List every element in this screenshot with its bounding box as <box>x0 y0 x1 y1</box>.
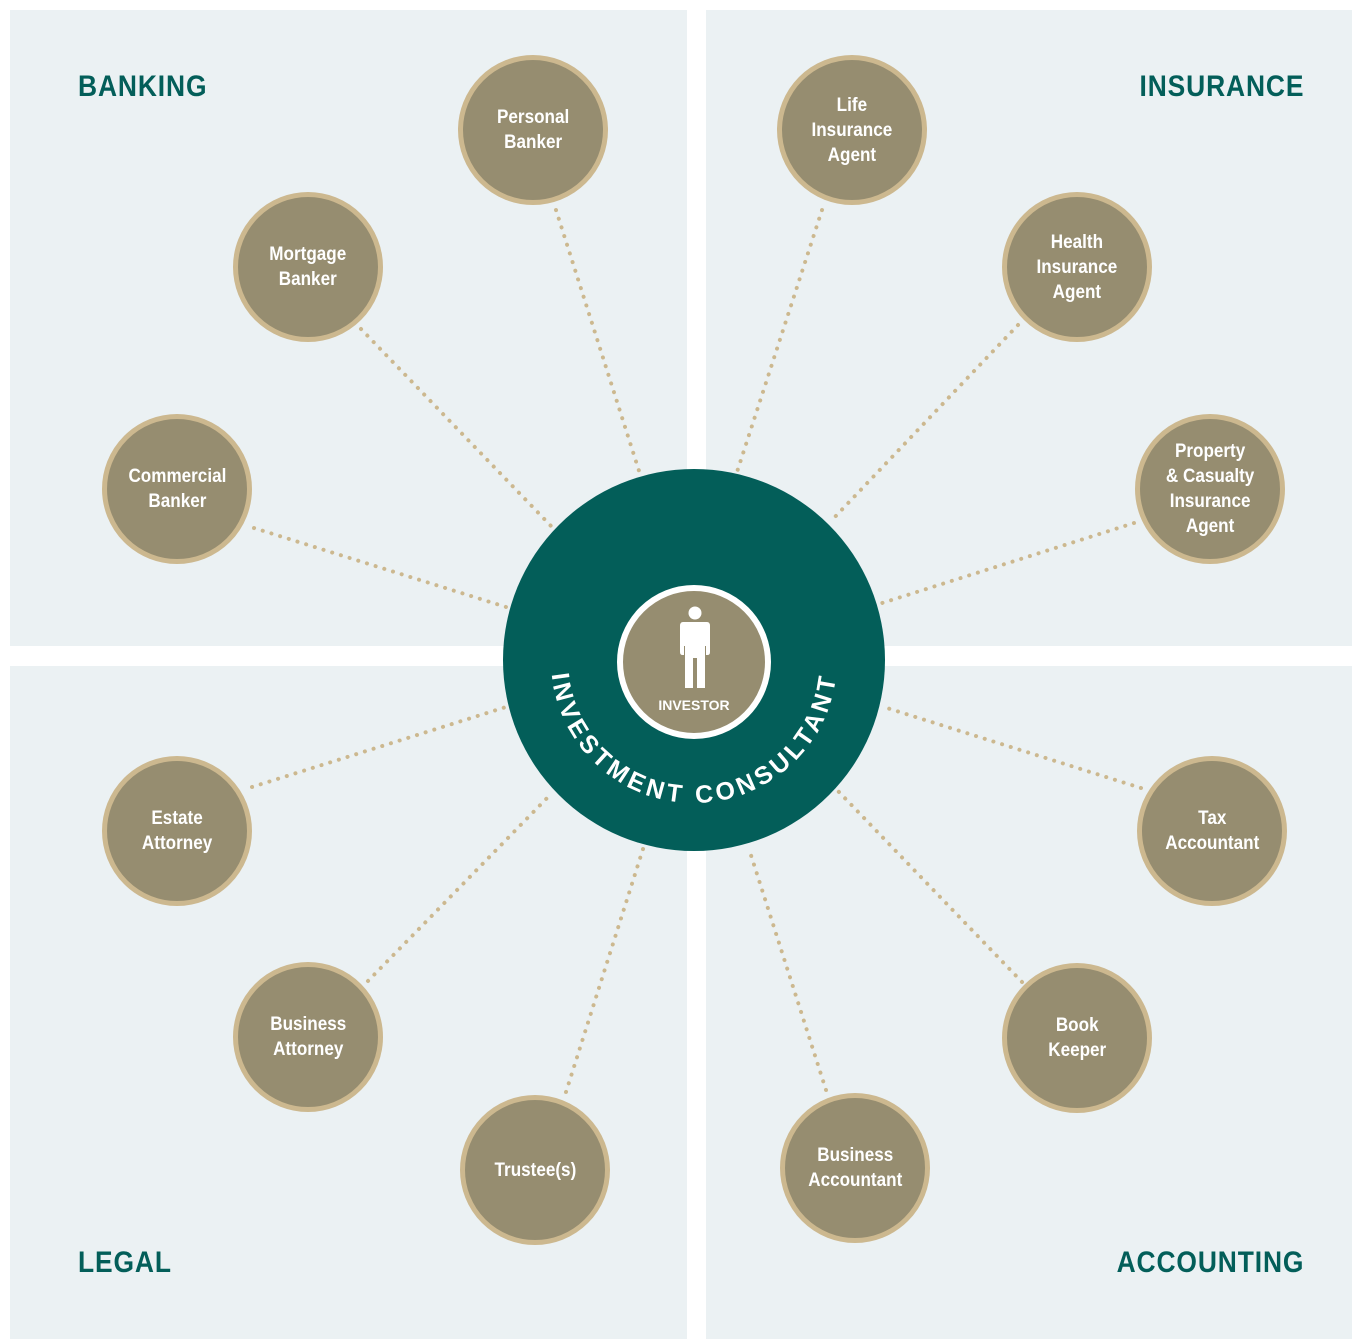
node-business-attorney: Business Attorney <box>233 962 383 1112</box>
connector-property-casualty-agent <box>877 521 1136 606</box>
connector-book-keeper <box>836 789 1024 984</box>
connector-trustees <box>564 847 645 1094</box>
node-personal-banker: Personal Banker <box>458 55 608 205</box>
accounting-label: ACCOUNTING <box>1116 1246 1304 1279</box>
connector-business-accountant <box>747 847 828 1092</box>
node-business-accountant: Business Accountant <box>780 1093 930 1243</box>
node-trustees: Trustee(s) <box>460 1095 610 1245</box>
node-tax-accountant: Tax Accountant <box>1137 756 1287 906</box>
connector-estate-attorney <box>250 705 508 789</box>
connector-personal-banker <box>554 208 642 476</box>
node-mortgage-banker: Mortgage Banker <box>233 192 383 342</box>
node-property-casualty-agent: Property & Casualty Insurance Agent <box>1135 414 1285 564</box>
connector-business-attorney <box>366 792 553 983</box>
connector-commercial-banker <box>252 526 508 609</box>
insurance-label: INSURANCE <box>1139 70 1304 103</box>
node-commercial-banker: Commercial Banker <box>102 414 252 564</box>
connector-mortgage-banker <box>359 327 553 528</box>
legal-label: LEGAL <box>78 1246 172 1279</box>
node-estate-attorney: Estate Attorney <box>102 756 252 906</box>
node-book-keeper: Book Keeper <box>1002 963 1152 1113</box>
banking-label: BANKING <box>78 70 208 103</box>
connector-health-insurance-agent <box>830 323 1020 522</box>
connector-life-insurance-agent <box>735 208 824 474</box>
person-icon <box>680 606 710 688</box>
connector-tax-accountant <box>885 706 1143 790</box>
investor-label: INVESTOR <box>658 697 730 713</box>
node-health-insurance-agent: Health Insurance Agent <box>1002 192 1152 342</box>
node-life-insurance-agent: Life Insurance Agent <box>777 55 927 205</box>
